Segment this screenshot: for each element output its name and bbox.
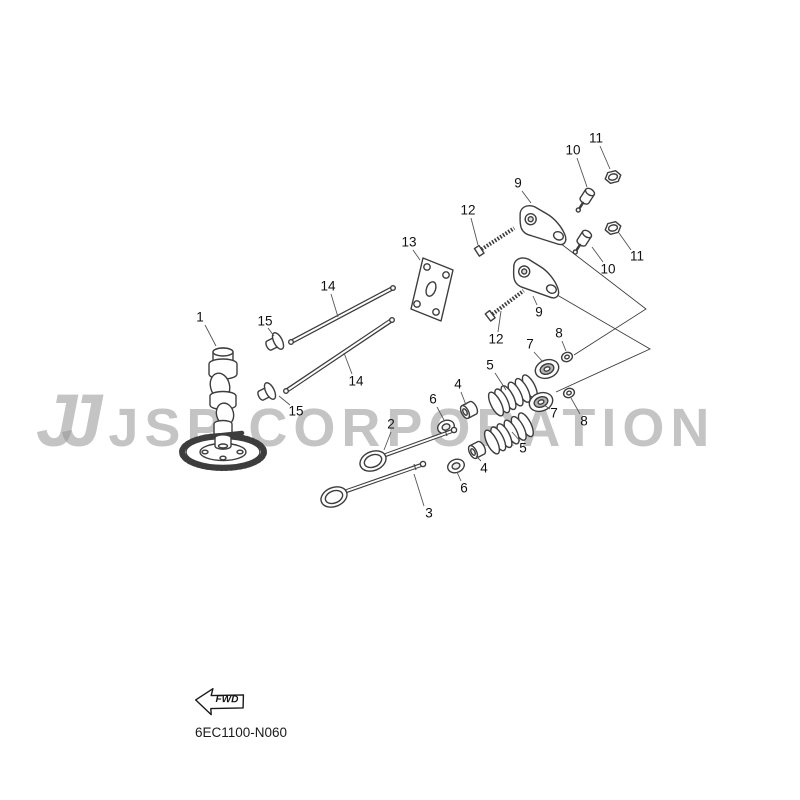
leader-line-1 — [204, 324, 217, 347]
part-label-12: 12 — [488, 332, 503, 347]
leader-line-6 — [436, 406, 445, 421]
part-label-5: 5 — [486, 358, 494, 373]
part-label-13: 13 — [401, 235, 416, 250]
leader-line-7 — [543, 404, 551, 410]
part-label-7: 7 — [526, 337, 534, 352]
lock-nut-1 — [604, 169, 622, 185]
leader-line-10 — [576, 157, 588, 188]
leader-line-5 — [494, 372, 507, 391]
pivot-screw-1 — [473, 226, 516, 257]
leader-line-2 — [383, 431, 392, 451]
leader-line-5 — [511, 431, 521, 442]
part-label-15: 15 — [288, 404, 303, 419]
part-label-9: 9 — [535, 305, 543, 320]
mount-bracket — [410, 257, 454, 322]
assembly-axis-line-2 — [551, 291, 651, 393]
leader-line-4 — [475, 455, 482, 462]
spring-retainer-1 — [534, 358, 560, 380]
adjuster-screw-2 — [572, 229, 593, 255]
valve-lower — [320, 460, 427, 508]
valve-upper — [359, 426, 458, 472]
leader-line-11 — [618, 232, 632, 251]
part-label-8: 8 — [580, 414, 588, 429]
part-label-11: 11 — [630, 249, 644, 264]
leader-line-9 — [532, 295, 538, 306]
leader-line-12 — [470, 217, 479, 246]
part-label-11: 11 — [589, 131, 603, 146]
part-label-3: 3 — [425, 506, 433, 521]
leader-line-15 — [267, 327, 275, 337]
part-label-7: 7 — [550, 406, 558, 421]
leader-line-3 — [413, 473, 425, 507]
leader-line-11 — [599, 145, 611, 170]
part-label-10: 10 — [600, 262, 615, 277]
part-label-4: 4 — [480, 461, 488, 476]
valve-keeper-1 — [560, 351, 574, 363]
leader-line-13 — [412, 249, 421, 261]
part-label-12: 12 — [460, 203, 475, 218]
part-label-15: 15 — [257, 314, 272, 329]
part-label-2: 2 — [387, 417, 395, 432]
part-label-1: 1 — [196, 310, 204, 325]
leader-line-14 — [330, 293, 339, 318]
fwd-arrow: FWD — [194, 687, 245, 716]
adjuster-screw-1 — [575, 187, 596, 213]
part-label-5: 5 — [519, 441, 527, 456]
valve-keeper-2 — [562, 387, 576, 399]
leader-line-9 — [521, 190, 532, 204]
valve-spring-1 — [487, 374, 538, 417]
valve-lifter-2 — [257, 382, 277, 401]
part-label-14: 14 — [320, 279, 336, 294]
seal-washer-2 — [447, 458, 465, 474]
valve-lifter-1 — [265, 332, 285, 351]
part-label-14: 14 — [348, 374, 364, 389]
leader-line-7 — [533, 351, 544, 363]
part-label-4: 4 — [454, 377, 462, 392]
part-label-6: 6 — [460, 481, 468, 496]
leader-line-4 — [460, 391, 467, 406]
leader-line-10 — [591, 246, 604, 263]
leader-line-12 — [497, 310, 502, 333]
spring-seat-1 — [459, 400, 479, 420]
valve-spring-2 — [483, 412, 534, 455]
leader-line-14 — [343, 352, 353, 375]
spring-seat-2 — [467, 440, 487, 460]
push-rod-2 — [283, 317, 396, 395]
rocker-arm-2 — [512, 257, 560, 299]
part-label-10: 10 — [565, 143, 580, 158]
camshaft — [179, 347, 267, 471]
lock-nut-2 — [604, 220, 622, 236]
part-label-8: 8 — [555, 326, 563, 341]
leader-line-8 — [561, 340, 567, 352]
pivot-screw-2 — [484, 289, 525, 322]
part-label-9: 9 — [514, 176, 522, 191]
leader-line-6 — [456, 471, 462, 482]
rocker-arm-1 — [519, 205, 567, 246]
leader-line-15 — [278, 395, 291, 406]
part-label-6: 6 — [429, 392, 437, 407]
diagram-code: 6EC1100-N060 — [195, 725, 287, 740]
fwd-label: FWD — [215, 694, 238, 705]
leader-line-8 — [570, 397, 581, 415]
assembly-axis-line-1 — [559, 242, 647, 356]
push-rod-1 — [288, 285, 397, 346]
